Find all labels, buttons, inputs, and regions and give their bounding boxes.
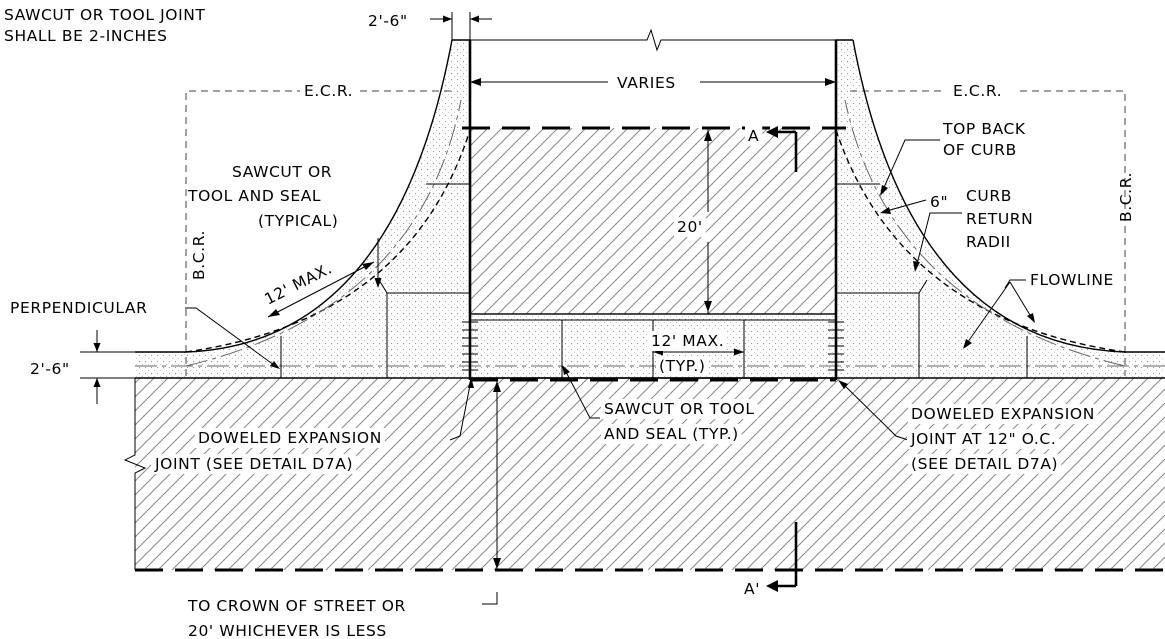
label-knockout [745,126,763,146]
crown-line2: 20' WHICHEVER IS LESS [188,622,387,639]
leaders [185,139,1035,605]
sawcut-tool-line2: AND SEAL (TYP.) [604,425,739,443]
top-back-line2: OF CURB [943,141,1017,159]
left-break-line [123,378,147,570]
twelve-max-mid-label: 12' MAX. [651,332,724,350]
dim-2ft6-top-label: 2'-6" [368,12,408,30]
label-knockout [907,429,1060,449]
flowline-label: FLOWLINE [1030,271,1114,289]
doweled-right-line1: DOWELED EXPANSION [911,405,1095,423]
label-knockout [601,424,742,444]
top-break-line [470,28,836,52]
bcr-right-label: B.C.R. [1117,172,1135,222]
sawcut-note-line2: SHALL BE 2-INCHES [4,27,168,45]
sawcut-seal-line3: (TYPICAL) [258,212,338,230]
label-knockout [674,217,706,237]
crown-line1: TO CROWN OF STREET OR [187,597,406,615]
curb-return-line2: RETURN [966,210,1033,228]
ecr-right-label: E.C.R. [953,82,1002,100]
ecr-left-label: E.C.R. [304,82,353,100]
section-a-label: A [748,127,759,145]
curb-return-line3: RADII [966,233,1011,251]
typ-mid-label: (TYP.) [659,357,706,375]
doweled-left-line2: JOINT (SEE DETAIL D7A) [154,455,353,473]
label-knockout [656,356,709,376]
sawcut-tool-line1: SAWCUT OR TOOL [604,400,755,418]
curb-return-line1: CURB [966,187,1012,205]
dim-12max-left [267,261,375,318]
label-knockout [741,579,764,599]
cross-street-edges [135,40,1165,572]
dim-to-crown [493,380,501,570]
curb-return-joints [280,183,1028,378]
dim-varies [470,78,836,86]
doweled-right-line2: JOINT AT 12" O.C. [910,430,1056,448]
ecr-bcr-lines [185,90,1126,376]
doweled-left-line1: DOWELED EXPANSION [198,429,382,447]
top-back-line1: TOP BACK [942,120,1026,138]
dim-2ft6-left [80,330,135,404]
label-knockout [601,399,758,419]
flowline-centerline [135,99,1165,367]
label-knockout [648,331,728,351]
sawcut-seal-line1: SAWCUT OR [232,163,332,181]
dim-6in-label: 6" [930,193,948,211]
label-knockout [151,454,357,474]
sawcut-note-line1: SAWCUT OR TOOL JOINT [4,6,206,24]
section-a-prime-label: A' [744,580,760,598]
label-knockout [195,428,385,448]
section-a-prime-arrow [766,522,798,592]
dim-20ft-label: 20' [677,218,703,236]
label-knockout [908,404,1098,424]
doweled-right-line3: (SEE DETAIL D7A) [911,455,1058,473]
label-knockout [908,454,1062,474]
dim-2ft6-left-label: 2'-6" [30,360,70,378]
varies-label: VARIES [617,74,676,92]
dim-2ft6-top-arrows [430,15,492,23]
cross-street-pavement-hatch [470,128,836,314]
perpendicular-label: PERPENDICULAR [10,299,147,317]
dim-20ft [704,128,712,314]
section-a-arrow [766,126,798,172]
bcr-left-label: B.C.R. [190,230,208,280]
sawcut-seal-line2: TOOL AND SEAL [187,187,321,205]
